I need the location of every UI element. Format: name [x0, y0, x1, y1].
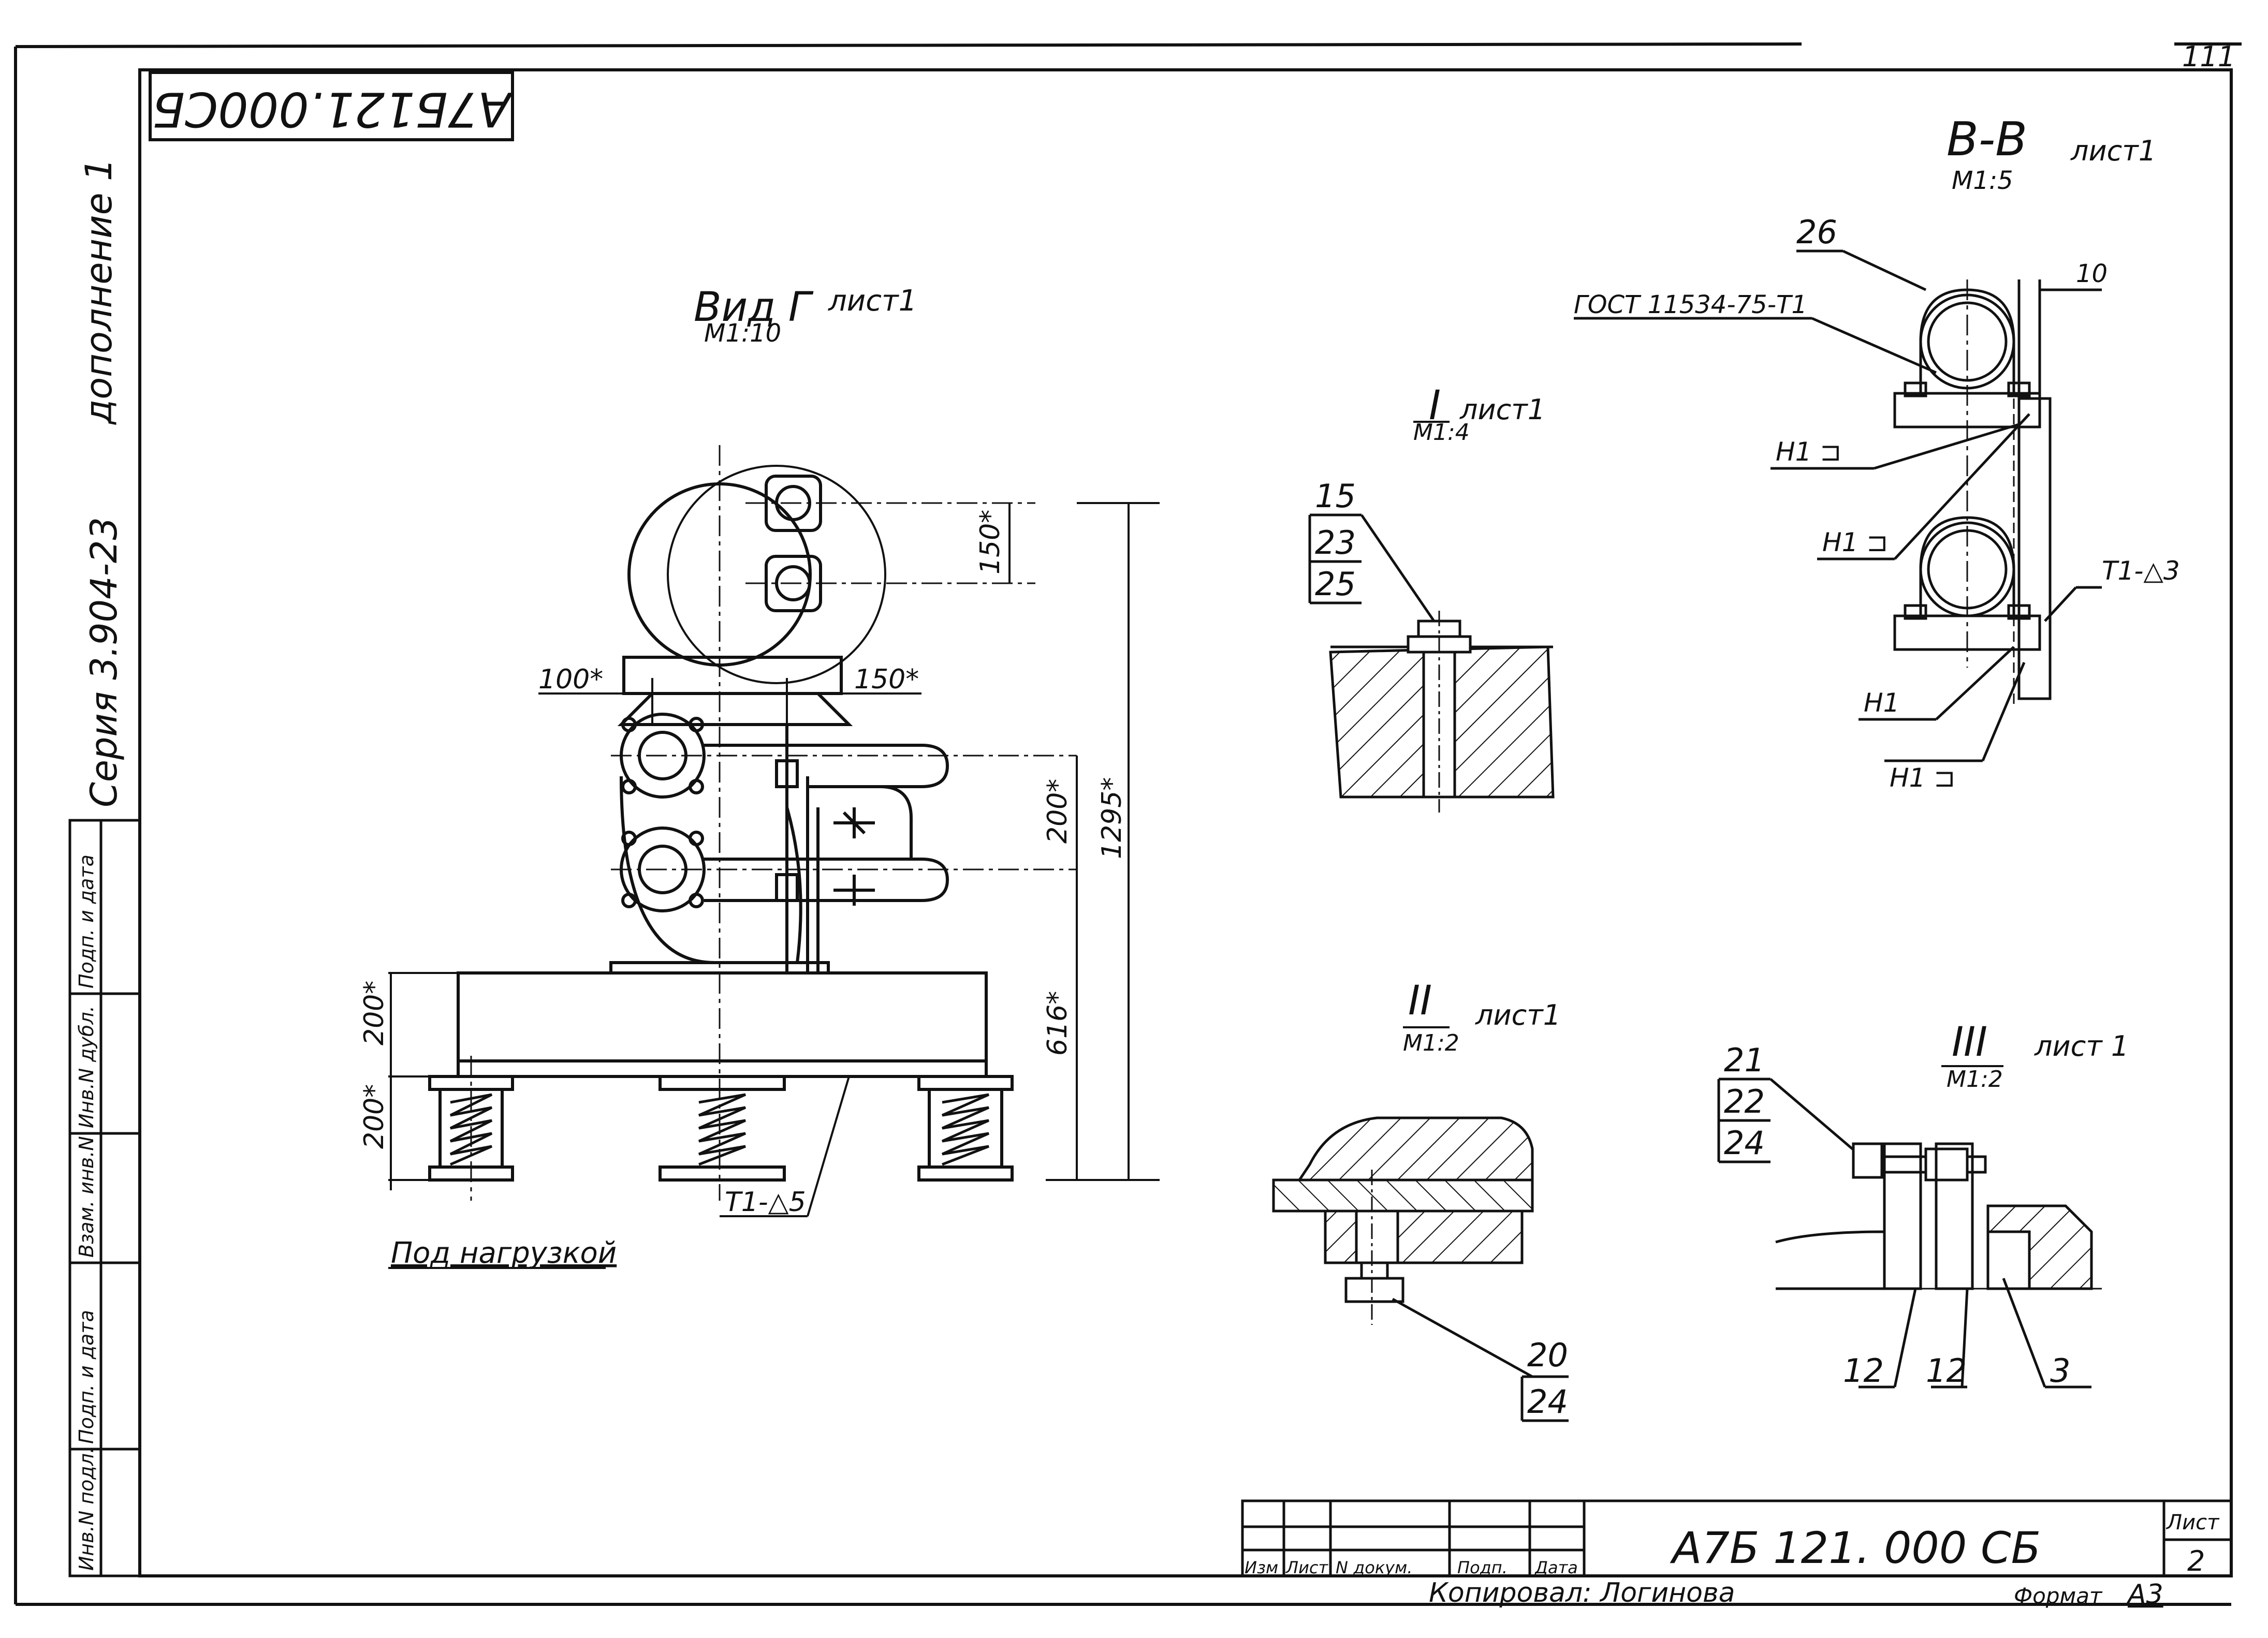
svg-text:М1:2: М1:2: [1947, 1066, 2003, 1093]
svg-text:лист1: лист1: [1475, 999, 1561, 1031]
svg-text:22: 22: [1724, 1083, 1765, 1120]
dim-616: 616*: [1042, 991, 1073, 1056]
section-bb-part-26: 26: [1796, 213, 1837, 251]
detail-3-drawing: [1717, 1078, 2102, 1389]
svg-text:Вид Г: Вид Г: [694, 284, 814, 331]
dim-150-vertical: 150*: [975, 510, 1006, 574]
svg-text:N докум.: N докум.: [1336, 1558, 1412, 1577]
detail-2-callouts: 20 24: [1527, 1336, 1568, 1421]
svg-text:лист1: лист1: [1459, 393, 1545, 426]
detail-3-callouts: 21 22 24: [1724, 1041, 1765, 1162]
svg-text:I: I: [1429, 382, 1441, 429]
section-bb-gost: ГОСТ 11534-75-Т1: [1574, 290, 1807, 319]
view-g-dimensions: [388, 502, 1160, 1269]
copied-by: Копировал: Логинова: [1429, 1577, 1735, 1609]
series-note: Серия 3.904-23: [83, 517, 125, 807]
svg-text:23: 23: [1315, 524, 1356, 562]
side-table: [68, 819, 141, 1577]
detail-3-parts: 12 12 3: [1843, 1352, 2070, 1390]
svg-text:М1:10: М1:10: [704, 319, 781, 348]
svg-text:Н1: Н1: [1864, 688, 1899, 718]
stamp-text: А7Б121.000СБ: [152, 82, 513, 137]
svg-text:Т1-△3: Т1-△3: [2102, 556, 2180, 586]
view-g-title: Вид Г лист1 М1:10: [694, 284, 917, 348]
section-bb-welds: Н1 ⊐ Н1 ⊐ Т1-△3 Н1 Н1 ⊐: [1776, 437, 2180, 793]
section-bb-drawing: [1574, 249, 2102, 762]
svg-text:25: 25: [1315, 565, 1356, 603]
view-g-drawing: [428, 465, 1014, 1182]
title-block-columns: Изм Лист N докум. Подп. Дата: [1245, 1558, 1578, 1577]
view-g-centerlines: [470, 445, 1077, 1201]
svg-text:II: II: [1408, 978, 1432, 1024]
format-label: Формат: [2014, 1583, 2103, 1609]
side-label-inv-podl: Инв.N подл.: [75, 1447, 98, 1571]
title-block-designation: А7Б 121. 000 СБ: [1670, 1523, 2041, 1573]
svg-text:12: 12: [1926, 1352, 1967, 1390]
svg-text:24: 24: [1724, 1124, 1765, 1162]
svg-text:21: 21: [1724, 1041, 1765, 1079]
svg-text:15: 15: [1315, 477, 1356, 515]
svg-text:20: 20: [1527, 1336, 1568, 1374]
side-label-podp-data-2: Подп. и дата: [75, 854, 98, 988]
stamp: А7Б121.000СБ: [149, 71, 514, 141]
svg-text:12: 12: [1843, 1352, 1884, 1390]
addendum-note: дополнение 1: [78, 158, 120, 425]
dim-150-horizontal: 150*: [854, 664, 919, 695]
svg-text:Изм: Изм: [1245, 1558, 1278, 1577]
svg-text:3: 3: [2050, 1352, 2070, 1390]
svg-text:Подп.: Подп.: [1457, 1558, 1508, 1577]
svg-text:лист1: лист1: [2070, 135, 2156, 167]
detail-1-callouts: 15 23 25: [1315, 477, 1356, 603]
svg-text:М1:5: М1:5: [1952, 166, 2013, 195]
svg-text:М1:2: М1:2: [1403, 1030, 1459, 1056]
title-block-sheet-label: Лист: [2165, 1511, 2220, 1534]
svg-text:24: 24: [1527, 1383, 1568, 1421]
detail-1-drawing: [1308, 513, 1555, 813]
svg-text:лист 1: лист 1: [2034, 1030, 2129, 1063]
title-block-sheet-number: 2: [2187, 1545, 2205, 1577]
side-label-podp-data-1: Подп. и дата: [75, 1310, 98, 1444]
detail-1-title: I лист1 М1:4: [1413, 382, 1545, 446]
load-note: Под нагрузкой: [391, 1236, 617, 1270]
side-label-inv-dubl: Инв.N дубл.: [75, 1006, 98, 1128]
dim-200-spring: 200*: [359, 1084, 390, 1149]
svg-text:Н1 ⊐: Н1 ⊐: [1890, 763, 1955, 793]
section-bb-dim-10: 10: [2076, 259, 2108, 288]
format-value: А3: [2126, 1579, 2163, 1610]
side-label-vzam-inv: Взам. инв.N: [75, 1136, 98, 1258]
svg-text:В-В: В-В: [1947, 112, 2027, 167]
svg-text:М1:4: М1:4: [1413, 419, 1470, 446]
dim-200-pipes: 200*: [1042, 779, 1073, 844]
title-block: [1241, 1499, 2233, 1577]
weld-t1-5: Т1-△5: [725, 1187, 806, 1218]
svg-text:III: III: [1952, 1019, 1987, 1066]
svg-text:Лист: Лист: [1285, 1558, 1328, 1577]
section-bb-title: В-В лист1 М1:5: [1947, 112, 2156, 195]
svg-text:лист1: лист1: [828, 284, 917, 318]
svg-text:Н1 ⊐: Н1 ⊐: [1776, 437, 1841, 467]
svg-text:Н1 ⊐: Н1 ⊐: [1822, 527, 1888, 557]
detail-2-drawing: [1272, 1116, 1569, 1422]
svg-text:Дата: Дата: [1534, 1558, 1578, 1577]
detail-3-title: III лист 1 М1:2: [1947, 1019, 2129, 1093]
dim-200-base: 200*: [359, 981, 390, 1045]
sheet-corner-number: 111: [2182, 40, 2235, 73]
dim-100: 100*: [538, 664, 603, 695]
dim-1295: 1295*: [1096, 777, 1128, 859]
detail-2-title: II лист1 М1:2: [1403, 978, 1561, 1056]
